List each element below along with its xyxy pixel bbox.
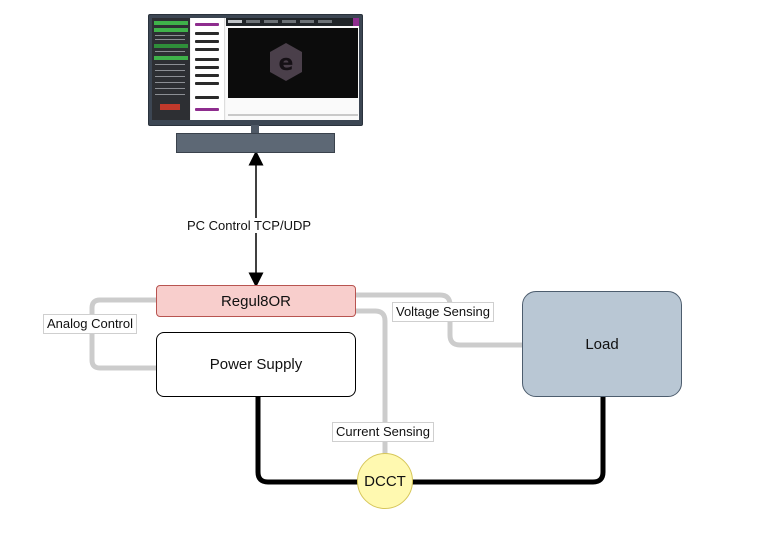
analog-control-label: Analog Control <box>43 314 137 334</box>
monitor-icon: e <box>148 14 363 126</box>
dcct-label: DCCT <box>364 472 406 490</box>
power-supply-box: Power Supply <box>156 332 356 397</box>
monitor-stand-neck <box>251 125 259 133</box>
power-loop-wire <box>255 397 606 485</box>
screen-panel <box>191 18 225 120</box>
svg-text:e: e <box>279 51 294 76</box>
screen-terminal: e <box>228 28 358 98</box>
power-supply-label: Power Supply <box>209 356 303 373</box>
load-label: Load <box>585 335 619 353</box>
dcct-circle: DCCT <box>357 453 413 509</box>
current-sensing-label: Current Sensing <box>332 422 434 442</box>
hexagon-e-logo-icon: e <box>270 43 302 81</box>
pc-control-label: PC Control TCP/UDP <box>185 218 314 233</box>
screen-main: e <box>226 18 359 120</box>
screen-tabbar <box>226 18 359 26</box>
load-box: Load <box>522 291 682 397</box>
current-sensing-wire <box>356 308 388 455</box>
regulator-box: Regul8OR <box>156 285 356 317</box>
analog-control-wire <box>89 297 156 371</box>
monitor-screen: e <box>152 18 359 120</box>
monitor-stand-base <box>176 133 335 153</box>
voltage-sensing-label: Voltage Sensing <box>392 302 494 322</box>
regulator-label: Regul8OR <box>220 292 292 310</box>
screen-sidebar <box>152 18 190 120</box>
screen-footer <box>228 114 358 116</box>
